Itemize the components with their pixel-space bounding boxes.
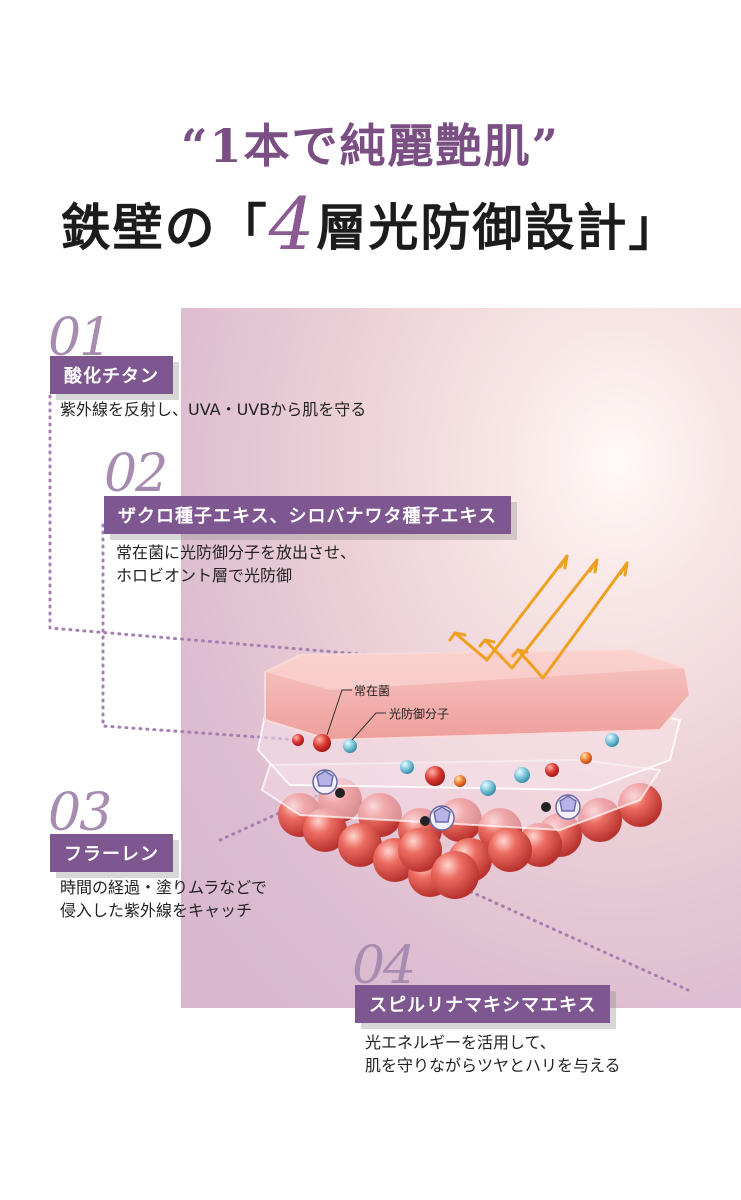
connector-04 — [443, 878, 690, 992]
layer-04-desc-line-1: 光エネルギーを活用して、 — [365, 1033, 556, 1052]
connector-01 — [48, 394, 432, 662]
headline-prefix: 鉄壁の「 — [60, 198, 269, 257]
spiky-particles — [335, 788, 551, 826]
layer-01-number: 01 — [48, 308, 112, 368]
layer-04-number: 04 — [352, 936, 416, 996]
molecule-label: 光防御分子 — [389, 707, 450, 721]
headline-line2: 鉄壁の「4層光防御設計」 — [0, 182, 741, 266]
layer-04-desc-line-2: 肌を守りながらツヤとハリを与える — [365, 1056, 621, 1075]
label-pointers — [326, 689, 386, 741]
particles — [292, 733, 619, 796]
bacteria-label: 常在菌 — [354, 684, 391, 698]
headline-suffix: 層光防御設計」 — [316, 198, 681, 257]
layer-03-desc: 時間の経過・塗りムラなどで 侵入した紫外線をキャッチ — [60, 876, 267, 922]
connector-lines — [48, 394, 690, 992]
layer-02-label: ザクロ種子エキス、シロバナワタ種子エキス — [104, 496, 511, 534]
layer-02-desc-line-2: ホロビオント層で光防御 — [116, 566, 293, 585]
layer-04-label: スピルリナマキシマエキス — [355, 985, 611, 1023]
headline-number: 4 — [268, 182, 317, 266]
layer-02-desc: 常在菌に光防御分子を放出させ、 ホロビオント層で光防御 — [116, 541, 356, 587]
layer-03-label: フラーレン — [50, 834, 173, 872]
layer-02-desc-line-1: 常在菌に光防御分子を放出させ、 — [116, 543, 357, 562]
layer-03-number: 03 — [48, 783, 112, 843]
layer-01-desc: 紫外線を反射し、UVA・UVBから肌を守る — [60, 398, 366, 421]
layer-04-desc: 光エネルギーを活用して、 肌を守りながらツヤとハリを与える — [365, 1031, 621, 1077]
layer-02-number: 02 — [104, 444, 168, 504]
uv-arrows — [448, 554, 629, 680]
layer-03-desc-line-2: 侵入した紫外線をキャッチ — [60, 901, 253, 920]
layer-01-desc-line: 紫外線を反射し、UVA・UVBから肌を守る — [60, 400, 367, 419]
layer-01-label: 酸化チタン — [50, 356, 173, 394]
headline-line1: “1本で純麗艶肌” — [181, 119, 560, 173]
fullerene-molecules — [312, 769, 581, 831]
connector-03 — [218, 788, 332, 842]
layer-03-desc-line-1: 時間の経過・塗りムラなどで — [60, 878, 267, 897]
